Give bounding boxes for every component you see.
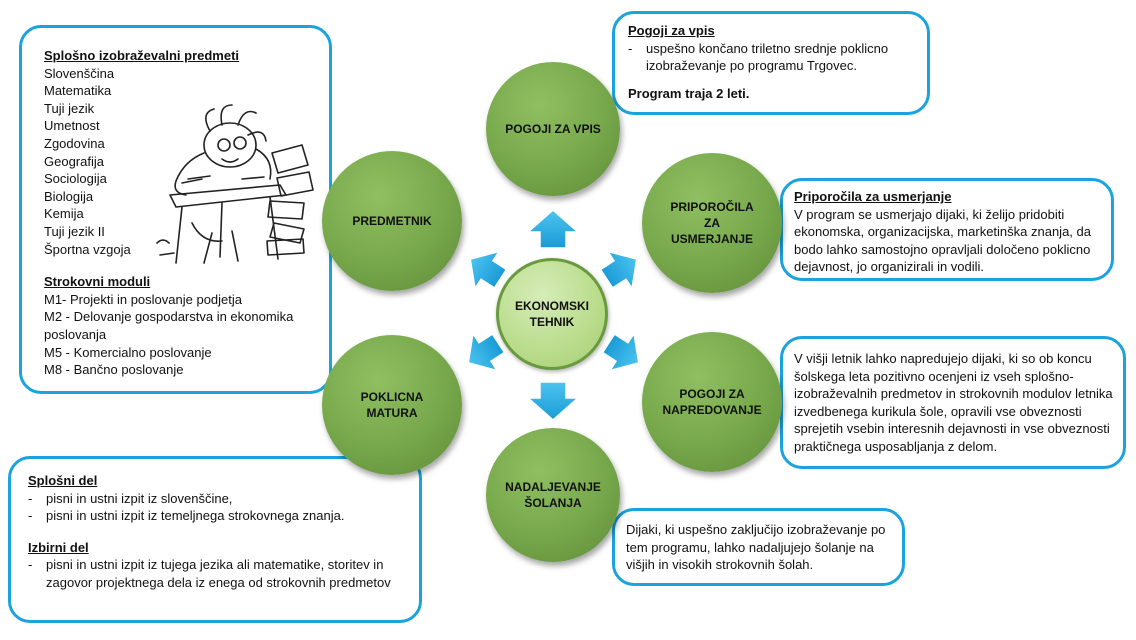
list-item: M1- Projekti in poslovanje podjetja [44, 291, 242, 307]
circle-enrollment: POGOJI ZA VPIS [486, 62, 620, 196]
arrow-down-right-icon [601, 331, 640, 372]
circle-matura: POKLICNA MATURA [322, 335, 462, 475]
list-item: pisni in ustni izpit iz slovenščine, [28, 490, 407, 508]
arrow-down-icon [526, 381, 580, 421]
modules-list: M1- Projekti in poslovanje podjetja M2 -… [44, 291, 319, 379]
arrow-up-right-icon [599, 250, 638, 291]
list-item: M2 - Delovanje gospodarstva in ekonomika [44, 309, 294, 325]
list-item: M5 - Komercialno poslovanje [44, 344, 212, 360]
arrow-down-left-icon [467, 331, 506, 372]
list-item: Geografija [44, 153, 104, 169]
list-item: Slovenščina [44, 65, 115, 81]
circle-subjects: PREDMETNIK [322, 151, 462, 291]
list-item: pisni in ustni izpit iz temeljnega strok… [28, 507, 407, 525]
enrollment-list: uspešno končano triletno srednje poklicn… [628, 40, 917, 75]
progression-text: V višji letnik lahko napredujejo dijaki,… [794, 351, 1113, 454]
subjects-box: Splošno izobraževalni predmeti Slovenšči… [19, 25, 332, 394]
list-item: Tuji jezik II [44, 223, 105, 239]
circle-guidance: PRIPOROČILA ZA USMERJANJE [642, 153, 782, 293]
progression-box: V višji letnik lahko napredujejo dijaki,… [780, 336, 1126, 469]
stressed-student-illustration [156, 104, 314, 264]
list-item: Tuji jezik [44, 100, 95, 116]
list-item: uspešno končano triletno srednje poklicn… [628, 40, 917, 75]
list-item: pisni in ustni izpit iz tujega jezika al… [28, 556, 407, 591]
list-item: Kemija [44, 206, 84, 222]
program-duration: Program traja 2 leti. [628, 85, 750, 101]
list-item: poslovanja [44, 326, 107, 342]
circle-progression: POGOJI ZA NAPREDOVANJE [642, 332, 782, 472]
list-item: M8 - Bančno poslovanje [44, 362, 184, 378]
modules-title: Strokovni moduli [44, 274, 151, 290]
list-item: Matematika [44, 83, 112, 99]
list-item: Sociologija [44, 171, 107, 187]
matura-general-list: pisni in ustni izpit iz slovenščine, pis… [28, 490, 407, 525]
list-item: Športna vzgoja [44, 241, 131, 257]
guidance-title: Priporočila za usmerjanje [794, 189, 952, 204]
center-circle: EKONOMSKI TEHNIK [496, 258, 608, 370]
arrow-up-icon [526, 209, 580, 249]
enrollment-box: Pogoji za vpis uspešno končano triletno … [612, 11, 930, 115]
guidance-box: Priporočila za usmerjanje V program se u… [780, 178, 1114, 281]
continuation-text: Dijaki, ki uspešno zaključijo izobraževa… [626, 522, 886, 573]
general-subjects-title: Splošno izobraževalni predmeti [44, 48, 240, 63]
list-item: Umetnost [44, 118, 100, 134]
continuation-box: Dijaki, ki uspešno zaključijo izobraževa… [612, 508, 905, 586]
matura-elective-title: Izbirni del [28, 539, 89, 555]
list-item: Biologija [44, 188, 94, 204]
guidance-text: V program se usmerjajo dijaki, ki želijo… [794, 206, 1091, 275]
arrow-up-left-icon [469, 250, 508, 291]
list-item: Zgodovina [44, 135, 105, 151]
general-subjects-list: Slovenščina Matematika Tuji jezik Umetno… [44, 65, 319, 259]
matura-elective-list: pisni in ustni izpit iz tujega jezika al… [28, 556, 407, 591]
matura-general-title: Splošni del [28, 473, 98, 488]
enrollment-title: Pogoji za vpis [628, 23, 715, 38]
circle-continuation: NADALJEVANJE ŠOLANJA [486, 428, 620, 562]
matura-box: Splošni del pisni in ustni izpit iz slov… [8, 456, 422, 623]
